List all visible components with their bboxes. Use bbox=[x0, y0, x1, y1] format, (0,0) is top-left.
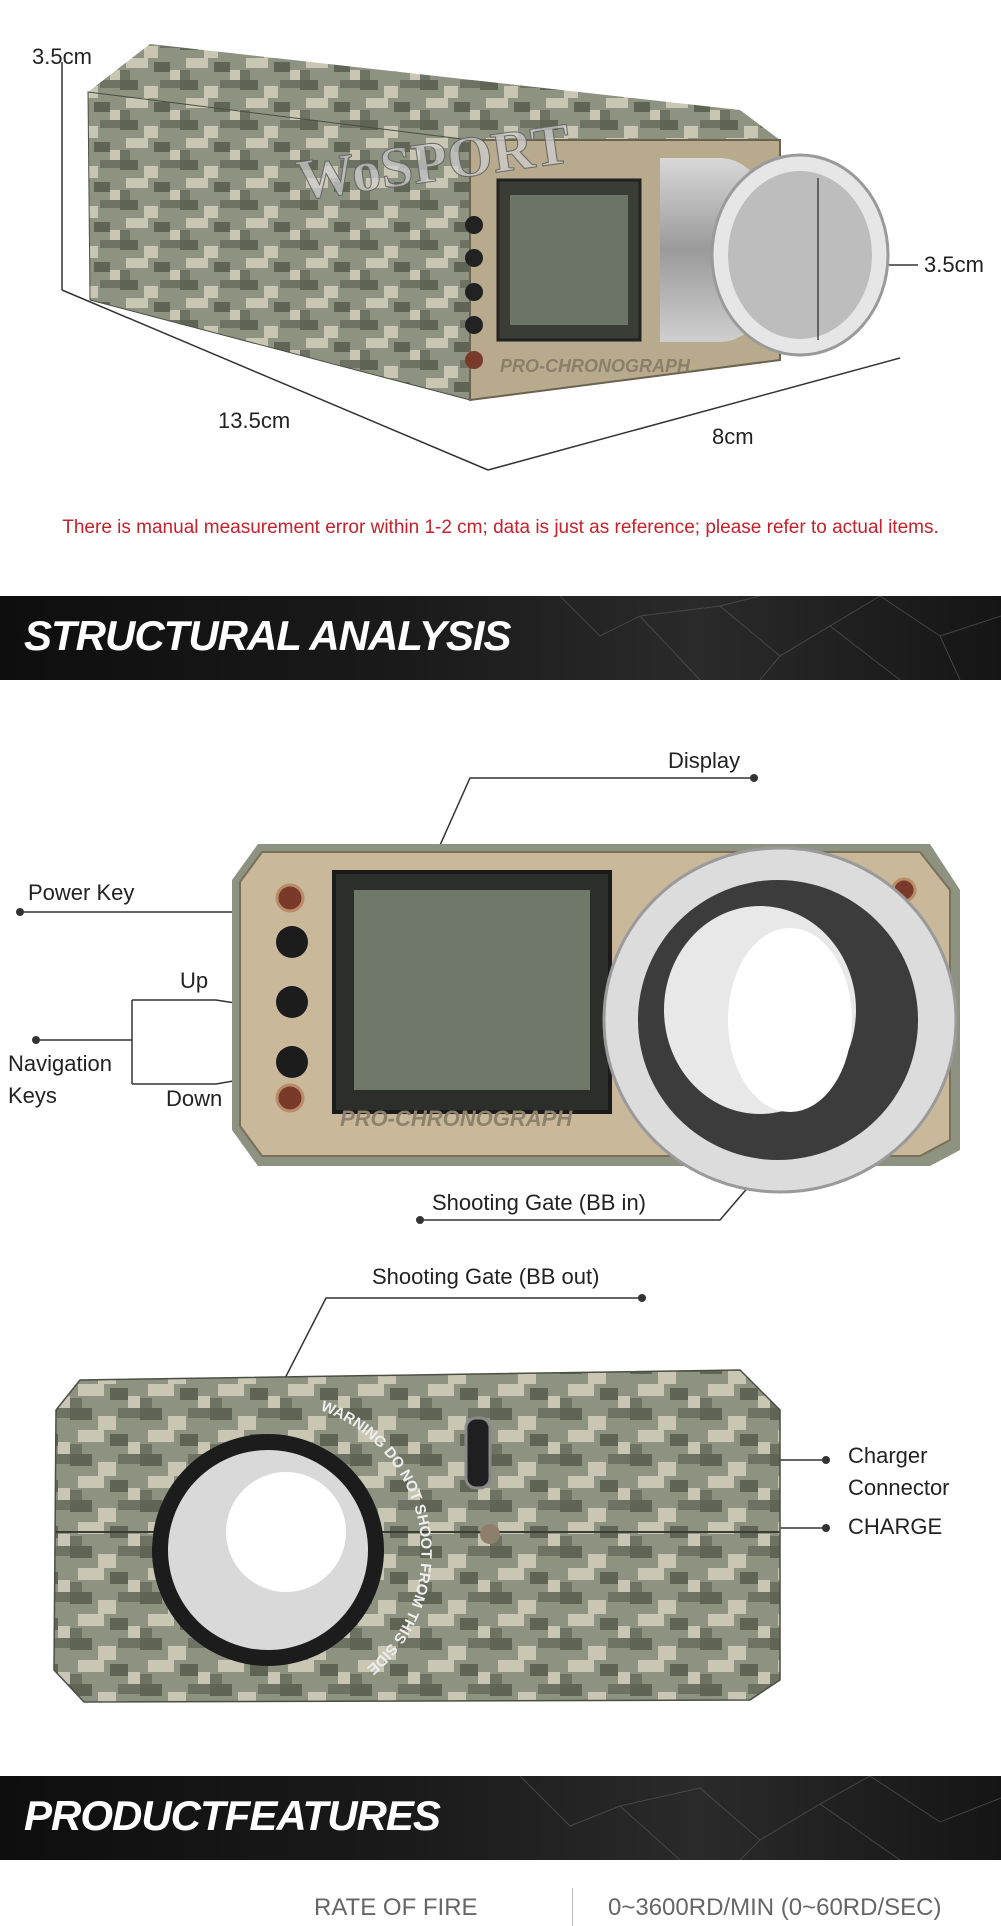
device-label-front: PRO-CHRONOGRAPH bbox=[340, 1106, 573, 1131]
structural-banner: STRUCTURAL ANALYSIS bbox=[0, 596, 1001, 680]
dim-diameter-label: 3.5cm bbox=[924, 252, 984, 277]
label-display: Display bbox=[668, 748, 741, 773]
feature-label: RATE OF FIRE bbox=[314, 1894, 478, 1921]
dim-height-label: 3.5cm bbox=[32, 44, 92, 69]
measurement-note: There is manual measurement error within… bbox=[62, 517, 939, 538]
device-label-top: PRO-CHRONOGRAPH bbox=[500, 356, 691, 376]
label-charge: CHARGE bbox=[848, 1514, 943, 1539]
structural-title: STRUCTURAL ANALYSIS bbox=[24, 612, 512, 659]
label-power-key: Power Key bbox=[28, 880, 135, 905]
device-top-illustration: PRO-CHRONOGRAPH WoSPORT bbox=[61, 44, 918, 471]
feature-divider bbox=[572, 1888, 573, 1926]
device-front-illustration: PRO-CHRONOGRAPH bbox=[16, 774, 960, 1224]
feature-value: 0~3600RD/MIN (0~60RD/SEC) bbox=[608, 1894, 942, 1921]
banner-crack-texture bbox=[559, 596, 1001, 680]
label-gate-out: Shooting Gate (BB out) bbox=[372, 1264, 600, 1289]
feature-row: RATE OF FIRE 0~3600RD/MIN (0~60RD/SEC) bbox=[0, 1888, 1001, 1926]
label-up: Up bbox=[180, 968, 209, 993]
label-gate-in: Shooting Gate (BB in) bbox=[432, 1190, 647, 1215]
dim-length-label: 13.5cm bbox=[218, 408, 291, 433]
banner-crack-texture-2 bbox=[519, 1776, 1001, 1860]
label-down: Down bbox=[166, 1086, 223, 1111]
dim-width-label: 8cm bbox=[712, 424, 754, 449]
device-rear-illustration: WARNING DO NOT SHOOT FROM THIS SIDE bbox=[53, 1294, 830, 1703]
label-charger-connector: Charger Connector bbox=[848, 1443, 950, 1500]
label-navigation-keys: Navigation Keys bbox=[8, 1051, 112, 1108]
features-banner: PRODUCTFEATURES bbox=[0, 1776, 1001, 1860]
features-title: PRODUCTFEATURES bbox=[24, 1792, 441, 1839]
